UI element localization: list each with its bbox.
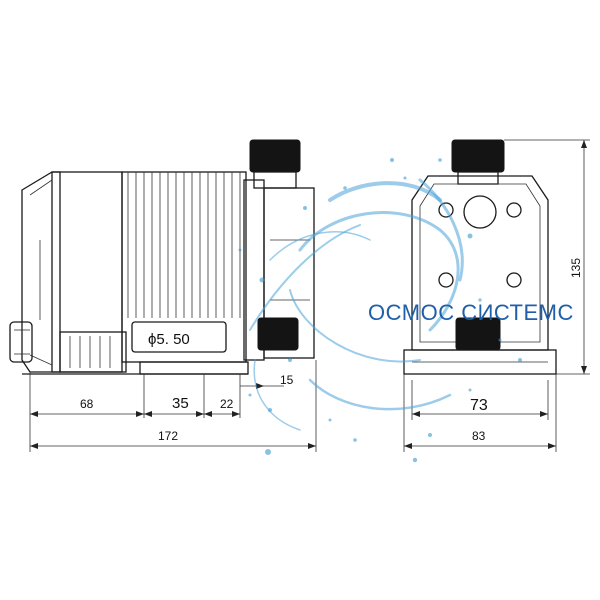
bottom-valve-knob bbox=[257, 317, 299, 351]
front-view-dimensions: 73 83 135 bbox=[403, 139, 590, 452]
dim-68: 68 bbox=[80, 397, 94, 411]
dim-22: 22 bbox=[220, 397, 234, 411]
dim-73: 73 bbox=[470, 397, 488, 414]
dim-35: 35 bbox=[172, 395, 189, 412]
front-top-collar bbox=[457, 171, 499, 185]
cable-connector bbox=[9, 321, 33, 363]
dim-135: 135 bbox=[569, 258, 583, 278]
bolt-top-left bbox=[438, 202, 454, 218]
top-valve-knob bbox=[249, 139, 301, 173]
motor-base bbox=[59, 331, 127, 373]
brand-watermark: ОСМОС СИСТЕМС bbox=[368, 300, 574, 325]
side-view-dimensions: 68 35 22 15 172 bbox=[29, 360, 317, 452]
bolt-bottom-left bbox=[438, 272, 454, 288]
top-valve-body bbox=[253, 171, 297, 189]
water-splash-watermark bbox=[238, 158, 522, 463]
diameter-label: ϕ5. 50 bbox=[148, 331, 190, 348]
dim-83: 83 bbox=[472, 429, 486, 443]
front-view bbox=[403, 139, 557, 375]
center-boss bbox=[463, 195, 497, 229]
cooling-fins bbox=[127, 172, 241, 318]
label-plate bbox=[131, 321, 227, 353]
bolt-bottom-right bbox=[506, 272, 522, 288]
dim-172: 172 bbox=[158, 429, 178, 443]
front-top-knob bbox=[451, 139, 505, 173]
rear-cap bbox=[21, 171, 61, 373]
side-view: ϕ5. 50 bbox=[9, 139, 315, 375]
mounting-foot bbox=[139, 361, 249, 375]
motor-rear-block bbox=[51, 171, 123, 373]
dim-15: 15 bbox=[280, 373, 294, 387]
bolt-top-right bbox=[506, 202, 522, 218]
